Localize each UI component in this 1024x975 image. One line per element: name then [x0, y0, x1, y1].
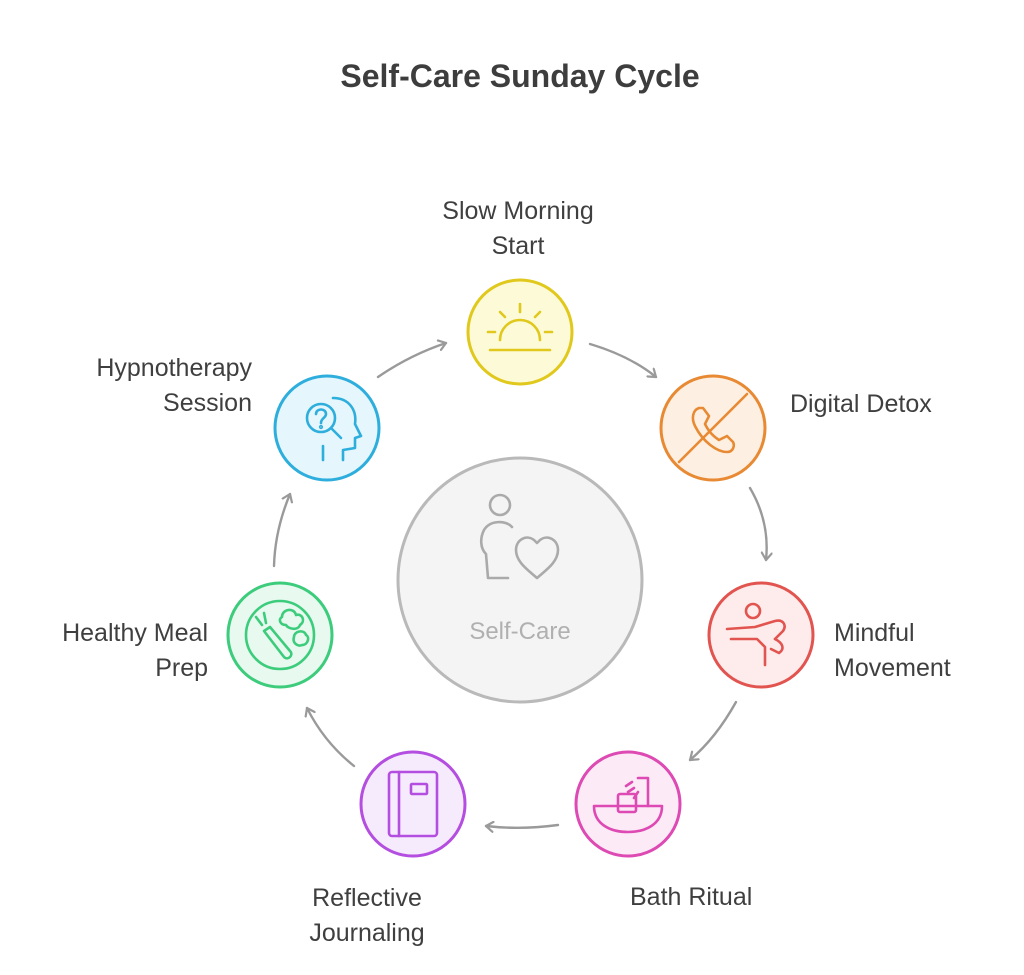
step-node-5 [359, 750, 467, 858]
step-circle [359, 750, 467, 858]
stretching-person-icon [725, 602, 786, 667]
step-node-3 [707, 581, 815, 689]
arrow-6-to-7 [272, 492, 290, 568]
step-circle [707, 581, 815, 689]
no-phone-icon [677, 392, 749, 464]
label-bath-ritual: Bath Ritual [630, 883, 753, 911]
bathtub-icon [592, 776, 664, 834]
mind-question-icon [305, 396, 363, 462]
step-circle [466, 278, 574, 386]
step-circle [226, 581, 334, 689]
sunrise-icon [486, 302, 554, 352]
person-heart-icon [479, 493, 560, 580]
step-node-4 [574, 750, 682, 858]
step-node-2 [659, 374, 767, 482]
step-node-6 [226, 581, 334, 689]
diagram-title: Self-Care Sunday Cycle [340, 58, 700, 94]
step-circle [273, 374, 381, 482]
arrow-3-to-4 [688, 700, 738, 762]
cycle-arrows [272, 342, 767, 828]
step-node-7 [273, 374, 381, 482]
arrow-4-to-5 [484, 825, 560, 828]
journal-icon [387, 770, 439, 838]
center-node [396, 456, 644, 704]
arrow-5-to-6 [307, 706, 356, 768]
step-circle [574, 750, 682, 858]
step-node-1 [466, 278, 574, 386]
center-label: Self-Care [469, 618, 571, 645]
arrow-1-to-2 [588, 342, 658, 379]
arrow-2-to-3 [748, 486, 767, 562]
arrow-7-to-1 [376, 343, 448, 379]
vegetables-plate-icon [244, 599, 316, 671]
label-digital-detox: Digital Detox [790, 390, 932, 418]
